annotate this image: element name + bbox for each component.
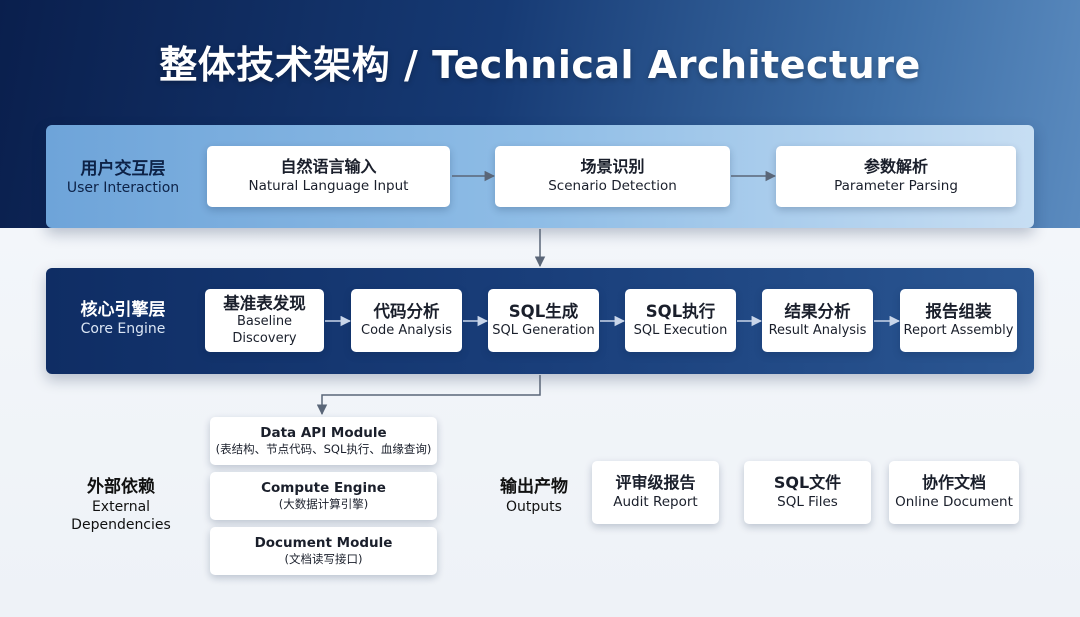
step-cn: SQL生成 [508, 302, 579, 322]
step-en: Report Assembly [903, 322, 1014, 338]
dep-compute-engine[interactable]: Compute Engine (大数据计算引擎) [210, 472, 437, 520]
output-cn: SQL文件 [773, 473, 842, 493]
outputs-label: 输出产物 Outputs [488, 476, 580, 516]
dep-name: Data API Module [260, 425, 387, 442]
dep-name: Compute Engine [261, 480, 386, 497]
step-en: Baseline Discovery [232, 314, 297, 347]
output-cn: 协作文档 [921, 473, 986, 493]
dep-name: Document Module [254, 535, 393, 552]
step-natural-language-input[interactable]: 自然语言输入 Natural Language Input [207, 146, 450, 207]
dependencies-label: 外部依赖 External Dependencies [40, 476, 202, 534]
core-engine-layer: 核心引擎层 Core Engine 基准表发现 Baseline Discove… [46, 268, 1034, 374]
step-en: Code Analysis [361, 322, 452, 338]
output-audit-report[interactable]: 评审级报告 Audit Report [592, 461, 719, 524]
outputs-label-en: Outputs [506, 499, 562, 516]
dep-data-api-module[interactable]: Data API Module (表结构、节点代码、SQL执行、血缘查询) [210, 417, 437, 465]
step-en: Result Analysis [768, 322, 867, 338]
page-title: 整体技术架构 / Technical Architecture [159, 43, 921, 87]
step-parameter-parsing[interactable]: 参数解析 Parameter Parsing [776, 146, 1016, 207]
step-en: Scenario Detection [548, 178, 677, 195]
user-interaction-layer: 用户交互层 User Interaction 自然语言输入 Natural La… [46, 125, 1034, 228]
user-layer-label: 用户交互层 User Interaction [58, 159, 188, 198]
dep-desc: (表结构、节点代码、SQL执行、血缘查询) [215, 442, 432, 457]
core-layer-label-en: Core Engine [80, 321, 166, 338]
output-sql-files[interactable]: SQL文件 SQL Files [744, 461, 871, 524]
step-scenario-detection[interactable]: 场景识别 Scenario Detection [495, 146, 730, 207]
step-en: SQL Execution [633, 322, 728, 338]
user-layer-label-en: User Interaction [66, 180, 180, 197]
step-cn: 结果分析 [784, 302, 851, 322]
user-layer-label-cn: 用户交互层 [80, 159, 166, 179]
output-en: Online Document [895, 494, 1013, 511]
step-cn: 参数解析 [863, 157, 928, 177]
output-online-document[interactable]: 协作文档 Online Document [889, 461, 1019, 524]
output-cn: 评审级报告 [615, 473, 696, 493]
outputs-label-cn: 输出产物 [500, 477, 568, 497]
core-layer-label: 核心引擎层 Core Engine [58, 300, 188, 339]
output-en: Audit Report [613, 494, 698, 511]
step-cn: SQL执行 [645, 302, 716, 322]
step-cn: 报告组装 [925, 302, 992, 322]
dependencies-label-en: External Dependencies [71, 499, 171, 534]
step-baseline-discovery[interactable]: 基准表发现 Baseline Discovery [205, 289, 324, 352]
step-en: SQL Generation [492, 322, 595, 338]
step-code-analysis[interactable]: 代码分析 Code Analysis [351, 289, 462, 352]
step-cn: 基准表发现 [223, 293, 306, 313]
step-sql-generation[interactable]: SQL生成 SQL Generation [488, 289, 599, 352]
dep-document-module[interactable]: Document Module (文档读写接口) [210, 527, 437, 575]
dependencies-label-cn: 外部依赖 [87, 477, 155, 497]
core-layer-label-cn: 核心引擎层 [80, 300, 166, 320]
step-cn: 场景识别 [580, 157, 645, 177]
dep-desc: (大数据计算引擎) [278, 497, 369, 512]
output-en: SQL Files [777, 494, 838, 511]
step-cn: 代码分析 [373, 302, 440, 322]
step-en: Natural Language Input [248, 178, 409, 195]
step-result-analysis[interactable]: 结果分析 Result Analysis [762, 289, 873, 352]
dep-desc: (文档读写接口) [284, 552, 363, 567]
step-report-assembly[interactable]: 报告组装 Report Assembly [900, 289, 1017, 352]
step-sql-execution[interactable]: SQL执行 SQL Execution [625, 289, 736, 352]
step-en: Parameter Parsing [834, 178, 958, 195]
step-cn: 自然语言输入 [280, 157, 377, 177]
